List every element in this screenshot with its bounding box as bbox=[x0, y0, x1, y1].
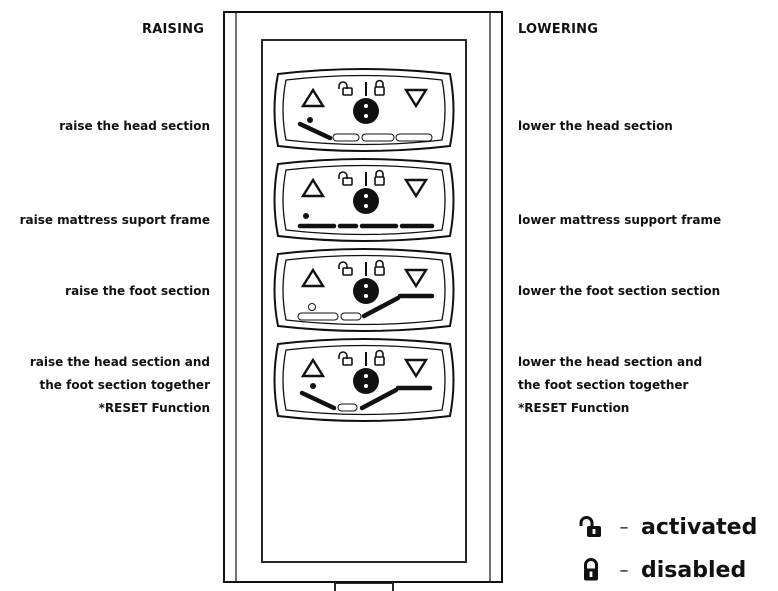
bed-segment bbox=[337, 403, 358, 412]
bed-segment bbox=[340, 312, 362, 321]
bed-segment bbox=[361, 133, 395, 142]
bed-pictogram-reset bbox=[299, 383, 433, 412]
patient-head-icon bbox=[307, 117, 313, 123]
control-knob bbox=[353, 188, 379, 214]
bed-pictogram-head bbox=[297, 117, 433, 142]
lowering-label-reset: lower the head section and the foot sect… bbox=[518, 355, 703, 415]
knob-dot-top bbox=[364, 194, 368, 198]
down-arrow-icon bbox=[403, 358, 429, 379]
raising-heading: RAISING bbox=[142, 22, 205, 37]
padlock-open-icon bbox=[338, 81, 353, 96]
remote-inner-panel bbox=[261, 39, 467, 563]
padlock-closed-icon bbox=[374, 169, 385, 186]
bed-button-reset[interactable] bbox=[273, 338, 455, 422]
knob-dot-bottom bbox=[364, 294, 368, 298]
bed-segment bbox=[395, 133, 433, 142]
down-arrow-icon bbox=[403, 268, 429, 289]
head-section-raised bbox=[297, 121, 333, 141]
raising-label-reset: raise the head section and the foot sect… bbox=[29, 355, 210, 415]
knob-dot-bottom bbox=[364, 204, 368, 208]
up-arrow-icon bbox=[300, 357, 326, 378]
padlock-open-icon bbox=[338, 261, 353, 276]
padlock-open-icon bbox=[338, 171, 353, 186]
remote-bottom-tab bbox=[334, 582, 394, 591]
bed-button-foot[interactable] bbox=[273, 248, 455, 332]
raising-label-frame: raise mattress suport frame bbox=[19, 213, 210, 227]
legend-activated-label: activated bbox=[641, 514, 758, 540]
bed-pictogram-foot bbox=[297, 293, 435, 321]
legend-activated: – activated bbox=[575, 512, 757, 542]
padlock-open-icon bbox=[575, 514, 607, 540]
bed-button-frame[interactable] bbox=[273, 158, 455, 242]
patient-head-icon bbox=[310, 383, 316, 389]
button-inner-outline bbox=[282, 164, 446, 236]
down-arrow-icon bbox=[403, 178, 429, 199]
knob-dot-top bbox=[364, 104, 368, 108]
control-knob bbox=[353, 98, 379, 124]
bed-pictogram-frame bbox=[297, 213, 435, 229]
foot-section-raised bbox=[359, 387, 399, 411]
knob-dot-top bbox=[364, 374, 368, 378]
control-knob bbox=[353, 278, 379, 304]
button-inner-outline bbox=[282, 344, 446, 416]
head-section-raised bbox=[299, 390, 337, 411]
remote-outer-frame bbox=[223, 11, 503, 583]
lowering-heading: LOWERING bbox=[518, 22, 599, 37]
control-knob bbox=[353, 368, 379, 394]
button-inner-outline bbox=[282, 254, 446, 326]
raising-label-head: raise the head section bbox=[59, 119, 210, 133]
lowering-label-head: lower the head section bbox=[518, 119, 673, 133]
padlock-closed-icon bbox=[374, 79, 385, 96]
bed-segment bbox=[297, 312, 339, 321]
lowering-label-foot: lower the foot section section bbox=[518, 284, 721, 298]
padlock-open-icon bbox=[338, 351, 353, 366]
bed-segment bbox=[332, 133, 360, 142]
up-arrow-icon bbox=[300, 87, 326, 108]
legend-disabled: – disabled bbox=[575, 555, 746, 585]
up-arrow-icon bbox=[300, 177, 326, 198]
raising-label-foot: raise the foot section bbox=[65, 284, 210, 298]
patient-head-icon bbox=[303, 213, 309, 219]
knob-dot-bottom bbox=[364, 384, 368, 388]
knob-dot-top bbox=[364, 284, 368, 288]
padlock-closed-icon bbox=[374, 259, 385, 276]
knob-dot-bottom bbox=[364, 114, 368, 118]
legend-disabled-label: disabled bbox=[641, 557, 747, 583]
padlock-closed-icon bbox=[575, 557, 607, 583]
up-arrow-icon bbox=[300, 267, 326, 288]
foot-section-raised bbox=[361, 295, 401, 319]
down-arrow-icon bbox=[403, 88, 429, 109]
button-inner-outline bbox=[282, 74, 446, 146]
lowering-label-frame: lower mattress support frame bbox=[518, 213, 722, 227]
bed-button-head[interactable] bbox=[273, 68, 455, 152]
patient-head-icon bbox=[308, 303, 316, 311]
padlock-closed-icon bbox=[374, 349, 385, 366]
